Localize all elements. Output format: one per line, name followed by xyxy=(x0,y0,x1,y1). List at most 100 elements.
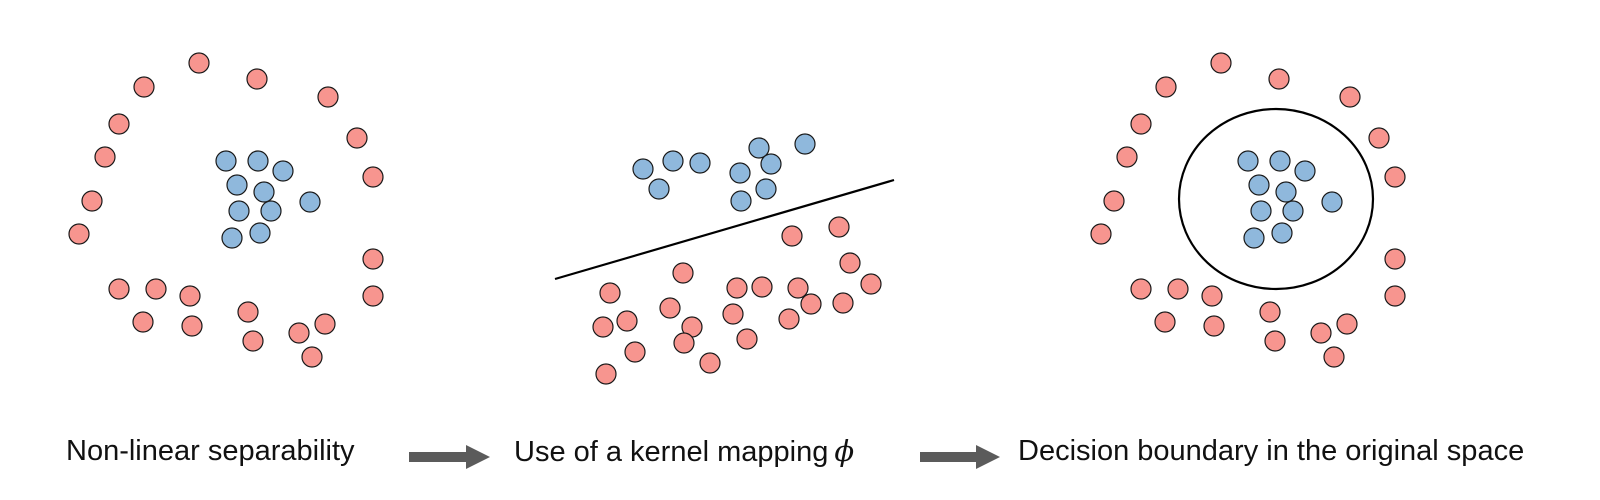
red-class-point xyxy=(659,297,681,319)
caption-text: Use of a kernel mapping xyxy=(514,436,829,468)
red-class-point xyxy=(1090,223,1112,245)
red-class-point xyxy=(242,330,264,352)
arrows xyxy=(409,445,1000,469)
red-class-point xyxy=(1167,278,1189,300)
blue-class-point xyxy=(215,150,237,172)
red-class-point xyxy=(616,310,638,332)
red-class-point xyxy=(145,278,167,300)
panel-original-space xyxy=(68,52,384,368)
red-class-point xyxy=(1384,166,1406,188)
red-class-point xyxy=(726,277,748,299)
red-class-point xyxy=(839,252,861,274)
blue-class-point xyxy=(253,181,275,203)
blue-class-point xyxy=(272,160,294,182)
panel-feature-space xyxy=(554,133,895,385)
red-class-point xyxy=(1259,301,1281,323)
red-class-point xyxy=(1116,146,1138,168)
blue-class-point xyxy=(221,227,243,249)
red-class-point xyxy=(1154,311,1176,333)
blue-class-point xyxy=(1321,191,1343,213)
red-class-point xyxy=(108,278,130,300)
red-class-point xyxy=(722,303,744,325)
red-class-point xyxy=(362,285,384,307)
red-class-point xyxy=(301,346,323,368)
circular-decision-boundary xyxy=(1177,107,1375,291)
red-class-point xyxy=(1130,113,1152,135)
red-class-point xyxy=(68,223,90,245)
blue-class-point xyxy=(228,200,250,222)
red-class-point xyxy=(1368,127,1390,149)
blue-class-point xyxy=(299,191,321,213)
panel-decision-boundary xyxy=(1090,52,1406,368)
blue-class-point xyxy=(689,152,711,174)
red-class-point xyxy=(832,292,854,314)
red-class-point xyxy=(108,113,130,135)
blue-class-point xyxy=(1294,160,1316,182)
red-class-point xyxy=(317,86,339,108)
phi-symbol: ϕ xyxy=(834,434,855,468)
blue-class-point xyxy=(249,222,271,244)
red-class-point xyxy=(362,248,384,270)
red-class-point xyxy=(1384,285,1406,307)
blue-class-point xyxy=(260,200,282,222)
red-class-point xyxy=(599,282,621,304)
red-class-point xyxy=(94,146,116,168)
red-class-point xyxy=(188,52,210,74)
red-class-point xyxy=(133,76,155,98)
blue-class-point xyxy=(1248,174,1270,196)
red-class-point xyxy=(237,301,259,323)
red-class-point xyxy=(1130,278,1152,300)
blue-class-point xyxy=(1282,200,1304,222)
red-class-point xyxy=(81,190,103,212)
red-class-point xyxy=(787,277,809,299)
blue-class-point xyxy=(794,133,816,155)
red-class-point xyxy=(1201,285,1223,307)
red-class-point xyxy=(828,216,850,238)
red-class-point xyxy=(246,68,268,90)
red-class-point xyxy=(288,322,310,344)
blue-class-point xyxy=(1275,181,1297,203)
red-class-point xyxy=(1155,76,1177,98)
blue-class-point xyxy=(662,150,684,172)
blue-class-point xyxy=(226,174,248,196)
red-class-point xyxy=(592,316,614,338)
red-class-point xyxy=(181,315,203,337)
blue-class-point xyxy=(648,178,670,200)
blue-class-point xyxy=(1237,150,1259,172)
red-class-point xyxy=(1210,52,1232,74)
red-class-point xyxy=(860,273,882,295)
red-class-point xyxy=(1203,315,1225,337)
blue-class-point xyxy=(1271,222,1293,244)
red-class-point xyxy=(800,293,822,315)
red-class-point xyxy=(1384,248,1406,270)
caption-text: Decision boundary in the original space xyxy=(1018,435,1525,467)
blue-class-point xyxy=(247,150,269,172)
blue-class-point xyxy=(729,162,751,184)
blue-class-point xyxy=(1243,227,1265,249)
red-class-point xyxy=(1264,330,1286,352)
red-class-point xyxy=(1336,313,1358,335)
red-class-point xyxy=(1323,346,1345,368)
caption-non-linear-separability: Non-linear separability xyxy=(66,437,355,466)
red-class-point xyxy=(778,308,800,330)
red-class-point xyxy=(362,166,384,188)
blue-class-point xyxy=(755,178,777,200)
red-class-point xyxy=(132,311,154,333)
linear-decision-boundary xyxy=(554,178,895,281)
red-class-point xyxy=(736,328,758,350)
red-class-point xyxy=(1310,322,1332,344)
blue-class-point xyxy=(1250,200,1272,222)
red-class-point xyxy=(672,262,694,284)
red-class-point xyxy=(1103,190,1125,212)
caption-decision-boundary: Decision boundary in the original space xyxy=(1018,437,1524,466)
blue-class-point xyxy=(730,190,752,212)
right-arrow-icon xyxy=(409,445,490,469)
red-class-point xyxy=(346,127,368,149)
right-arrow-icon xyxy=(920,445,1000,469)
red-class-point xyxy=(595,363,617,385)
red-class-point xyxy=(751,276,773,298)
red-class-point xyxy=(179,285,201,307)
red-class-point xyxy=(699,352,721,374)
blue-class-point xyxy=(632,158,654,180)
